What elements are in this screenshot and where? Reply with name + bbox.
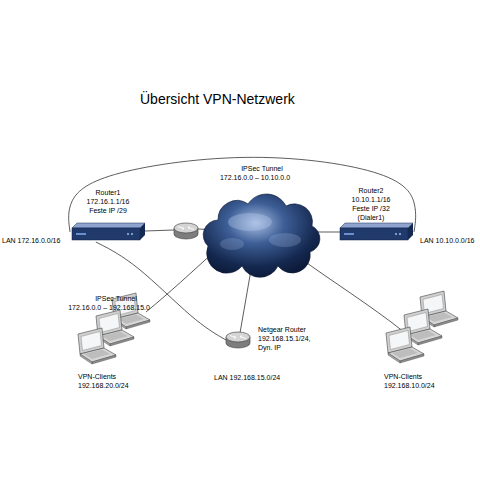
cloud-highlight — [220, 238, 244, 250]
router-device-led — [344, 233, 354, 235]
router-device-front — [340, 228, 408, 240]
cloud-highlight — [228, 213, 272, 231]
router-device-side — [408, 223, 413, 240]
node-label: Router2 10.10.1.1/16 Feste IP /32 (Diale… — [346, 186, 396, 222]
router-device-led — [131, 233, 133, 235]
network-label: LAN 172.16.0.0/16 — [2, 236, 60, 245]
router-device-top — [340, 223, 413, 228]
node-label: VPN-Clients 192.168.20.0/24 — [78, 372, 138, 390]
node-label: Netgear Router 192.168.15.1/24, Dyn. IP — [258, 325, 318, 352]
tunnel-label: IPSec Tunnel 172.16.0.0 – 192.168.15.0 — [66, 294, 152, 312]
router-device-side — [140, 223, 145, 240]
network-label: LAN 10.10.0.0/16 — [420, 236, 475, 245]
network-label: LAN 192.168.15.0/24 — [214, 373, 280, 382]
tunnel-label: IPSec Tunnel 172.16.0.0 – 10.10.0.0 — [213, 164, 297, 182]
node-label: VPN-Clients 192.168.10.0/24 — [384, 372, 444, 390]
node-label: Router1 172.16.1.1/16 Feste IP /29 — [83, 188, 133, 215]
network-wire — [145, 230, 174, 231]
router-device-led — [127, 233, 129, 235]
router-symbol — [174, 223, 198, 239]
connector-layer — [69, 157, 416, 340]
laptop-symbol — [78, 328, 116, 364]
internet-cloud — [203, 194, 320, 277]
tunnel-line — [69, 157, 416, 232]
network-wire — [300, 258, 404, 332]
diagram-title: Übersicht VPN-Netzwerk — [140, 91, 295, 108]
router-device-front — [72, 228, 140, 240]
network-wire — [146, 250, 216, 312]
router-device-top — [72, 223, 145, 228]
router-device: Router1 172.16.1.1/16 Feste IP /29 — [70, 186, 146, 242]
router-device-led — [76, 233, 86, 235]
cloud-highlight — [269, 233, 301, 247]
client-group: VPN-Clients 192.168.10.0/24 — [378, 292, 460, 396]
router-device: Router2 10.10.1.1/16 Feste IP /32 (Diale… — [336, 186, 414, 242]
router-node: Netgear Router 192.168.15.1/24, Dyn. IP — [226, 324, 322, 356]
router-device-led — [395, 233, 397, 235]
router-device-led — [399, 233, 401, 235]
laptop-symbol — [386, 327, 424, 363]
router-symbol — [226, 332, 250, 348]
